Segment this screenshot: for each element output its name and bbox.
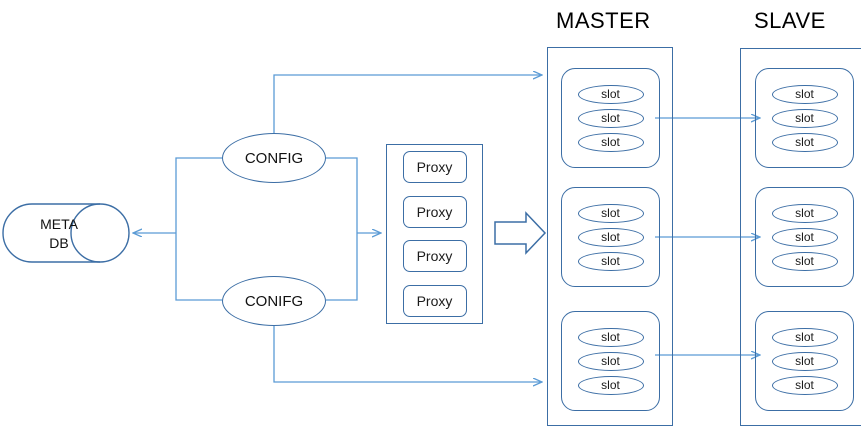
proxy-box[interactable]: Proxy (402, 151, 467, 184)
master-slot-group[interactable]: slot slot slot (561, 68, 660, 168)
wire-config-to-master-top (273, 75, 542, 133)
wire-config-bus-right (326, 157, 358, 301)
slot[interactable]: slot (577, 251, 644, 271)
slot[interactable]: slot (577, 327, 644, 347)
master-slot-group[interactable]: slot slot slot (561, 187, 660, 287)
slave-slot-group[interactable]: slot slot slot (755, 187, 854, 287)
proxy-box[interactable]: Proxy (402, 240, 467, 273)
slot[interactable]: slot (577, 227, 644, 247)
proxy-box[interactable]: Proxy (402, 195, 467, 228)
slot[interactable]: slot (771, 375, 838, 395)
wire-config-to-master-bottom (273, 326, 542, 382)
slot[interactable]: slot (771, 251, 838, 271)
slot[interactable]: slot (577, 132, 644, 152)
column-title-slave: SLAVE (754, 8, 826, 33)
slot[interactable]: slot (771, 108, 838, 128)
slot[interactable]: slot (771, 327, 838, 347)
slave-slot-group[interactable]: slot slot slot (755, 311, 854, 411)
slot[interactable]: slot (577, 203, 644, 223)
slot[interactable]: slot (577, 84, 644, 104)
slot[interactable]: slot (577, 375, 644, 395)
master-slot-group[interactable]: slot slot slot (561, 311, 660, 411)
meta-db-label: META DB (20, 214, 98, 254)
column-title-master: MASTER (556, 8, 651, 33)
meta-db-line1: META (40, 216, 78, 232)
slot[interactable]: slot (771, 351, 838, 371)
wire-config-bus-left (175, 157, 222, 301)
slave-slot-group[interactable]: slot slot slot (755, 68, 854, 168)
block-arrow-proxy-to-master (494, 211, 547, 255)
slot[interactable]: slot (771, 203, 838, 223)
slot[interactable]: slot (771, 84, 838, 104)
slot[interactable]: slot (577, 351, 644, 371)
slot[interactable]: slot (771, 227, 838, 247)
config-node-bottom[interactable]: CONIFG (222, 276, 326, 326)
proxy-box[interactable]: Proxy (402, 284, 467, 317)
meta-db-cylinder (2, 203, 130, 263)
slave-container (740, 48, 861, 426)
meta-db-line2: DB (49, 235, 69, 251)
master-container (547, 47, 673, 426)
slot[interactable]: slot (577, 108, 644, 128)
config-node-top[interactable]: CONFIG (222, 133, 326, 183)
proxy-container: Proxy Proxy Proxy Proxy (386, 144, 483, 324)
slot[interactable]: slot (771, 132, 838, 152)
